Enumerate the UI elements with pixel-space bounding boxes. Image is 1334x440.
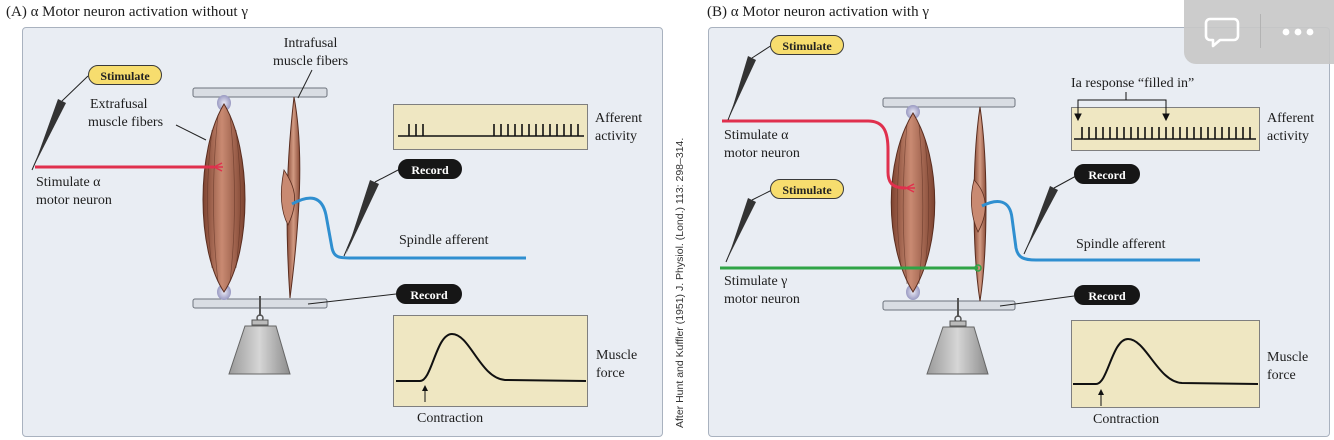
stimulate-pill-b-alpha: Stimulate	[770, 35, 844, 55]
stimulate-gamma-line-1: Stimulate γ	[724, 274, 788, 289]
spindle-afferent-label-b: Spindle afferent	[1076, 237, 1166, 252]
extrafusal-line-1: Extrafusal	[90, 97, 148, 112]
stimulate-pill-a: Stimulate	[88, 65, 162, 85]
viewer-toolbar	[1184, 0, 1334, 64]
afferent-b-line-1: Afferent	[1267, 111, 1315, 126]
afferent-trace-a	[393, 104, 588, 150]
afferent-line-1: Afferent	[595, 111, 643, 126]
extrafusal-line-2: muscle fibers	[88, 115, 164, 130]
stimulate-gamma-label-b: Stimulate γ motor neuron	[724, 273, 800, 309]
stimulate-alpha-label-b: Stimulate α motor neuron	[724, 127, 800, 163]
more-icon	[1282, 28, 1314, 36]
afferent-spikes-a	[398, 124, 584, 137]
ia-response-bracket	[1074, 92, 1170, 122]
force-trace-a	[393, 315, 588, 407]
stimulate-alpha-label-a: Stimulate α motor neuron	[36, 174, 112, 210]
muscle-force-label-b: Muscle force	[1267, 349, 1308, 385]
afferent-activity-label-b: Afferent activity	[1267, 110, 1314, 146]
panel-a-title: (A) α Motor neuron activation without γ	[6, 4, 248, 20]
afferent-line-2: activity	[595, 129, 637, 144]
panel-b-apparatus	[720, 44, 1200, 375]
contraction-label-b: Contraction	[1093, 412, 1160, 427]
muscle-force-line-2: force	[596, 366, 625, 381]
afferent-activity-label-a: Afferent activity	[595, 110, 642, 146]
record-pill-b-bottom: Record	[1074, 285, 1140, 305]
spindle-afferent-label-a: Spindle afferent	[399, 233, 489, 248]
toolbar-divider	[1260, 14, 1261, 48]
force-curve-a	[396, 332, 587, 402]
intrafusal-line-1: Intrafusal	[283, 36, 338, 51]
comment-icon	[1204, 17, 1240, 48]
record-pill-a-bottom: Record	[396, 284, 462, 304]
panel-b-title: (B) α Motor neuron activation with γ	[707, 4, 929, 20]
ia-response-label: Ia response “filled in”	[1071, 76, 1195, 91]
intrafusal-label: Intrafusal muscle fibers	[273, 35, 348, 71]
panel-a-apparatus	[31, 69, 526, 375]
stimulate-pill-b-gamma: Stimulate	[770, 179, 844, 199]
stimulate-gamma-line-2: motor neuron	[724, 292, 800, 307]
intrafusal-line-2: muscle fibers	[273, 54, 349, 69]
afferent-spikes-b	[1074, 127, 1256, 140]
afferent-b-line-2: activity	[1267, 129, 1309, 144]
extrafusal-label: Extrafusal muscle fibers	[88, 96, 163, 132]
record-pill-a-top: Record	[398, 159, 462, 179]
contraction-label-a: Contraction	[417, 411, 484, 426]
force-curve-b	[1073, 337, 1259, 406]
stimulate-alpha-line-2: motor neuron	[36, 193, 112, 208]
figure-credit: After Hunt and Kuffler (1951) J. Physiol…	[674, 137, 686, 428]
record-pill-b-top: Record	[1074, 164, 1140, 184]
more-button[interactable]	[1268, 10, 1328, 52]
muscle-force-b-line-1: Muscle	[1267, 350, 1309, 365]
stimulate-alpha-b-line-2: motor neuron	[724, 146, 800, 161]
comment-button[interactable]	[1192, 10, 1252, 52]
muscle-force-line-1: Muscle	[596, 348, 638, 363]
stimulate-alpha-b-line-1: Stimulate α	[724, 128, 789, 143]
muscle-force-label-a: Muscle force	[596, 347, 637, 383]
muscle-force-b-line-2: force	[1267, 368, 1296, 383]
stimulate-alpha-line-1: Stimulate α	[36, 175, 101, 190]
